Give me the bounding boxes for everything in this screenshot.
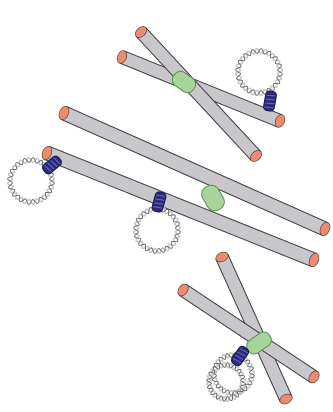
- chromatid: [214, 250, 294, 406]
- dna-loop: [236, 49, 283, 96]
- dna-strand: [134, 207, 181, 254]
- dna-strand: [236, 49, 283, 96]
- cohesin-body: [263, 90, 277, 112]
- chromatid: [133, 24, 264, 163]
- dna-strand: [236, 49, 283, 96]
- dna-loop: [134, 207, 181, 254]
- chromosome-bottom: [176, 250, 322, 406]
- chromatid-arm: [136, 28, 261, 161]
- chromosome-middle: [8, 105, 332, 268]
- cohesin-ring: [263, 90, 277, 112]
- dna-strand: [134, 207, 181, 254]
